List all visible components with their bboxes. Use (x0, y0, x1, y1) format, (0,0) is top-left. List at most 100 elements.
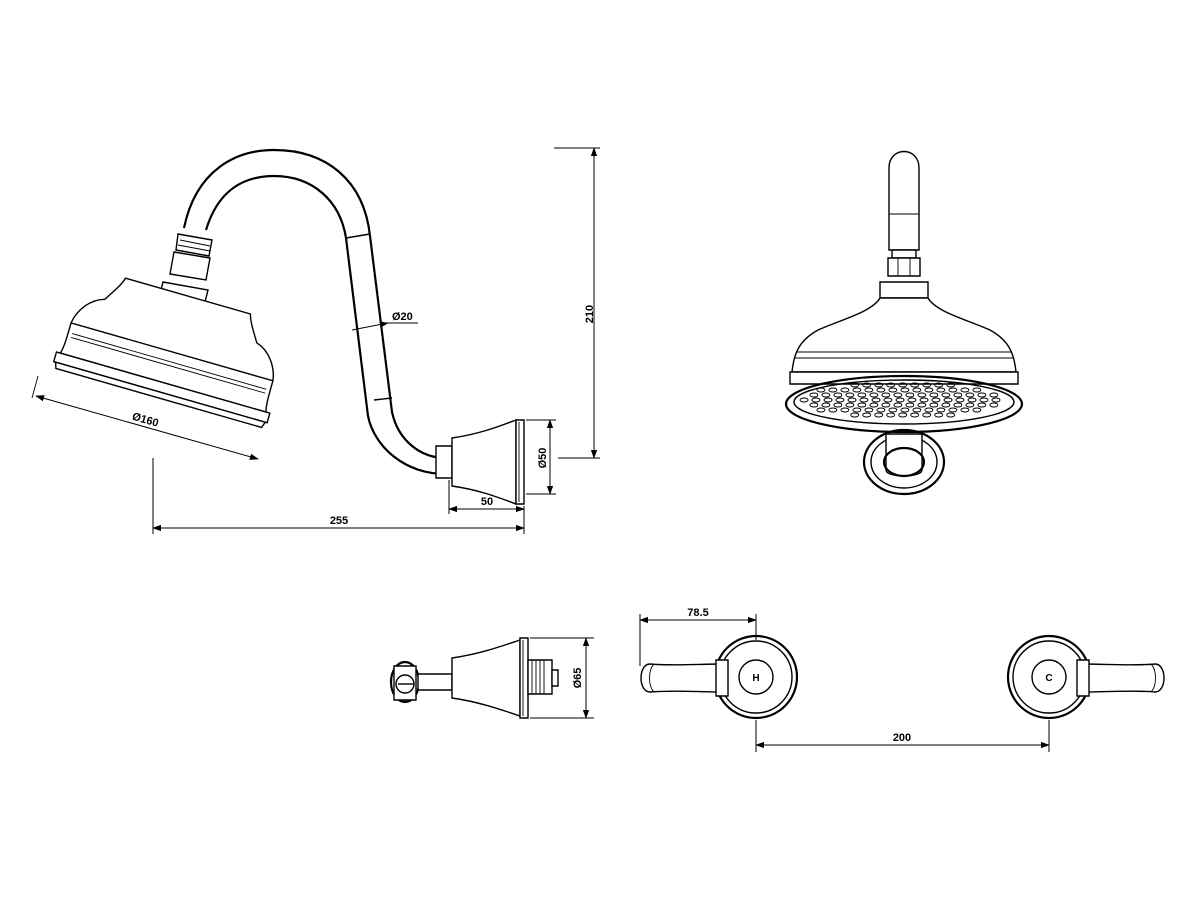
spray-hole (941, 402, 951, 408)
spray-hole (907, 397, 917, 403)
label-handle-length: 78.5 (687, 607, 708, 619)
spray-hole (883, 397, 893, 403)
spray-hole (845, 402, 855, 408)
spray-hole (929, 392, 939, 398)
spray-hole (893, 392, 903, 398)
spray-hole (931, 397, 941, 403)
dim-flange-diameter: Ø50 (526, 419, 556, 495)
spray-hole (874, 412, 884, 418)
spray-hole (960, 387, 970, 393)
spray-hole (977, 402, 987, 408)
spray-hole (876, 407, 886, 413)
spray-hole (811, 397, 821, 403)
spray-hole (850, 412, 860, 418)
spray-hole (972, 387, 982, 393)
spray-hole (917, 392, 927, 398)
spray-hole (989, 392, 999, 398)
label-valve-diameter: Ø65 (572, 668, 584, 689)
spray-hole (833, 402, 843, 408)
shower-side-view (52, 148, 525, 506)
shower-front-view (784, 151, 1024, 496)
spray-hole (919, 397, 929, 403)
spray-hole (833, 392, 843, 398)
label-handle-spacing: 200 (893, 732, 911, 744)
spray-hole (821, 392, 831, 398)
spray-hole (862, 382, 872, 388)
spray-hole (991, 397, 1001, 403)
spray-hole (905, 402, 915, 408)
spray-hole (900, 407, 910, 413)
spray-hole (972, 407, 982, 413)
spray-hole (840, 387, 850, 393)
cold-valve-front: C (1006, 634, 1165, 720)
spray-hole (922, 412, 932, 418)
label-flange-depth: 50 (481, 496, 493, 508)
spray-hole (967, 397, 977, 403)
spray-hole (852, 387, 862, 393)
spray-hole (857, 402, 867, 408)
spray-hole (857, 392, 867, 398)
spray-hole (881, 392, 891, 398)
dim-valve-diameter: Ø65 (530, 637, 594, 719)
label-total-projection: 255 (330, 515, 348, 527)
spray-hole (948, 407, 958, 413)
spray-hole (893, 402, 903, 408)
spray-hole (924, 407, 934, 413)
spray-hole (828, 387, 838, 393)
spray-hole (924, 387, 934, 393)
spray-hole (895, 397, 905, 403)
spray-hole (917, 402, 927, 408)
dim-handle-spacing: 200 (755, 720, 1050, 752)
spray-hole (886, 412, 896, 418)
spray-hole (953, 402, 963, 408)
spray-hole (955, 397, 965, 403)
spray-hole (852, 407, 862, 413)
spray-hole (946, 382, 956, 388)
dim-height: 210 (554, 147, 600, 459)
spray-hole (977, 392, 987, 398)
valve-side-view (389, 637, 559, 719)
spray-hole (816, 387, 826, 393)
hot-handle-label: H (752, 673, 759, 684)
spray-hole (881, 402, 891, 408)
spray-hole (840, 407, 850, 413)
spray-hole (809, 402, 819, 408)
dim-arm-diameter: Ø20 (351, 311, 418, 331)
spray-hole (900, 387, 910, 393)
spray-hole (871, 397, 881, 403)
spray-hole (912, 387, 922, 393)
shower-head-rose (52, 277, 274, 429)
spray-hole (847, 397, 857, 403)
spray-hole (809, 392, 819, 398)
spray-hole (922, 382, 932, 388)
spray-hole (965, 402, 975, 408)
spray-hole (936, 407, 946, 413)
spray-hole (898, 382, 908, 388)
spray-hole (845, 392, 855, 398)
wall-flange (435, 418, 525, 506)
spray-hole (912, 407, 922, 413)
spray-hole (910, 382, 920, 388)
dim-handle-length: 78.5 (639, 607, 757, 666)
cold-handle-label: C (1045, 673, 1052, 684)
spray-holes (799, 382, 1001, 418)
spray-hole (888, 407, 898, 413)
spray-hole (828, 407, 838, 413)
spray-hole (799, 397, 809, 403)
spray-hole (905, 392, 915, 398)
label-arm-diameter: Ø20 (392, 311, 413, 323)
spray-hole (876, 387, 886, 393)
spray-hole (948, 387, 958, 393)
spray-hole (946, 412, 956, 418)
spray-hole (850, 382, 860, 388)
spray-hole (869, 392, 879, 398)
spray-hole (934, 412, 944, 418)
gooseneck-arm (182, 148, 447, 460)
spray-hole (823, 397, 833, 403)
spray-hole (821, 402, 831, 408)
spray-hole (943, 397, 953, 403)
spray-hole (960, 407, 970, 413)
dim-total-projection: 255 (152, 458, 525, 534)
spray-hole (862, 412, 872, 418)
